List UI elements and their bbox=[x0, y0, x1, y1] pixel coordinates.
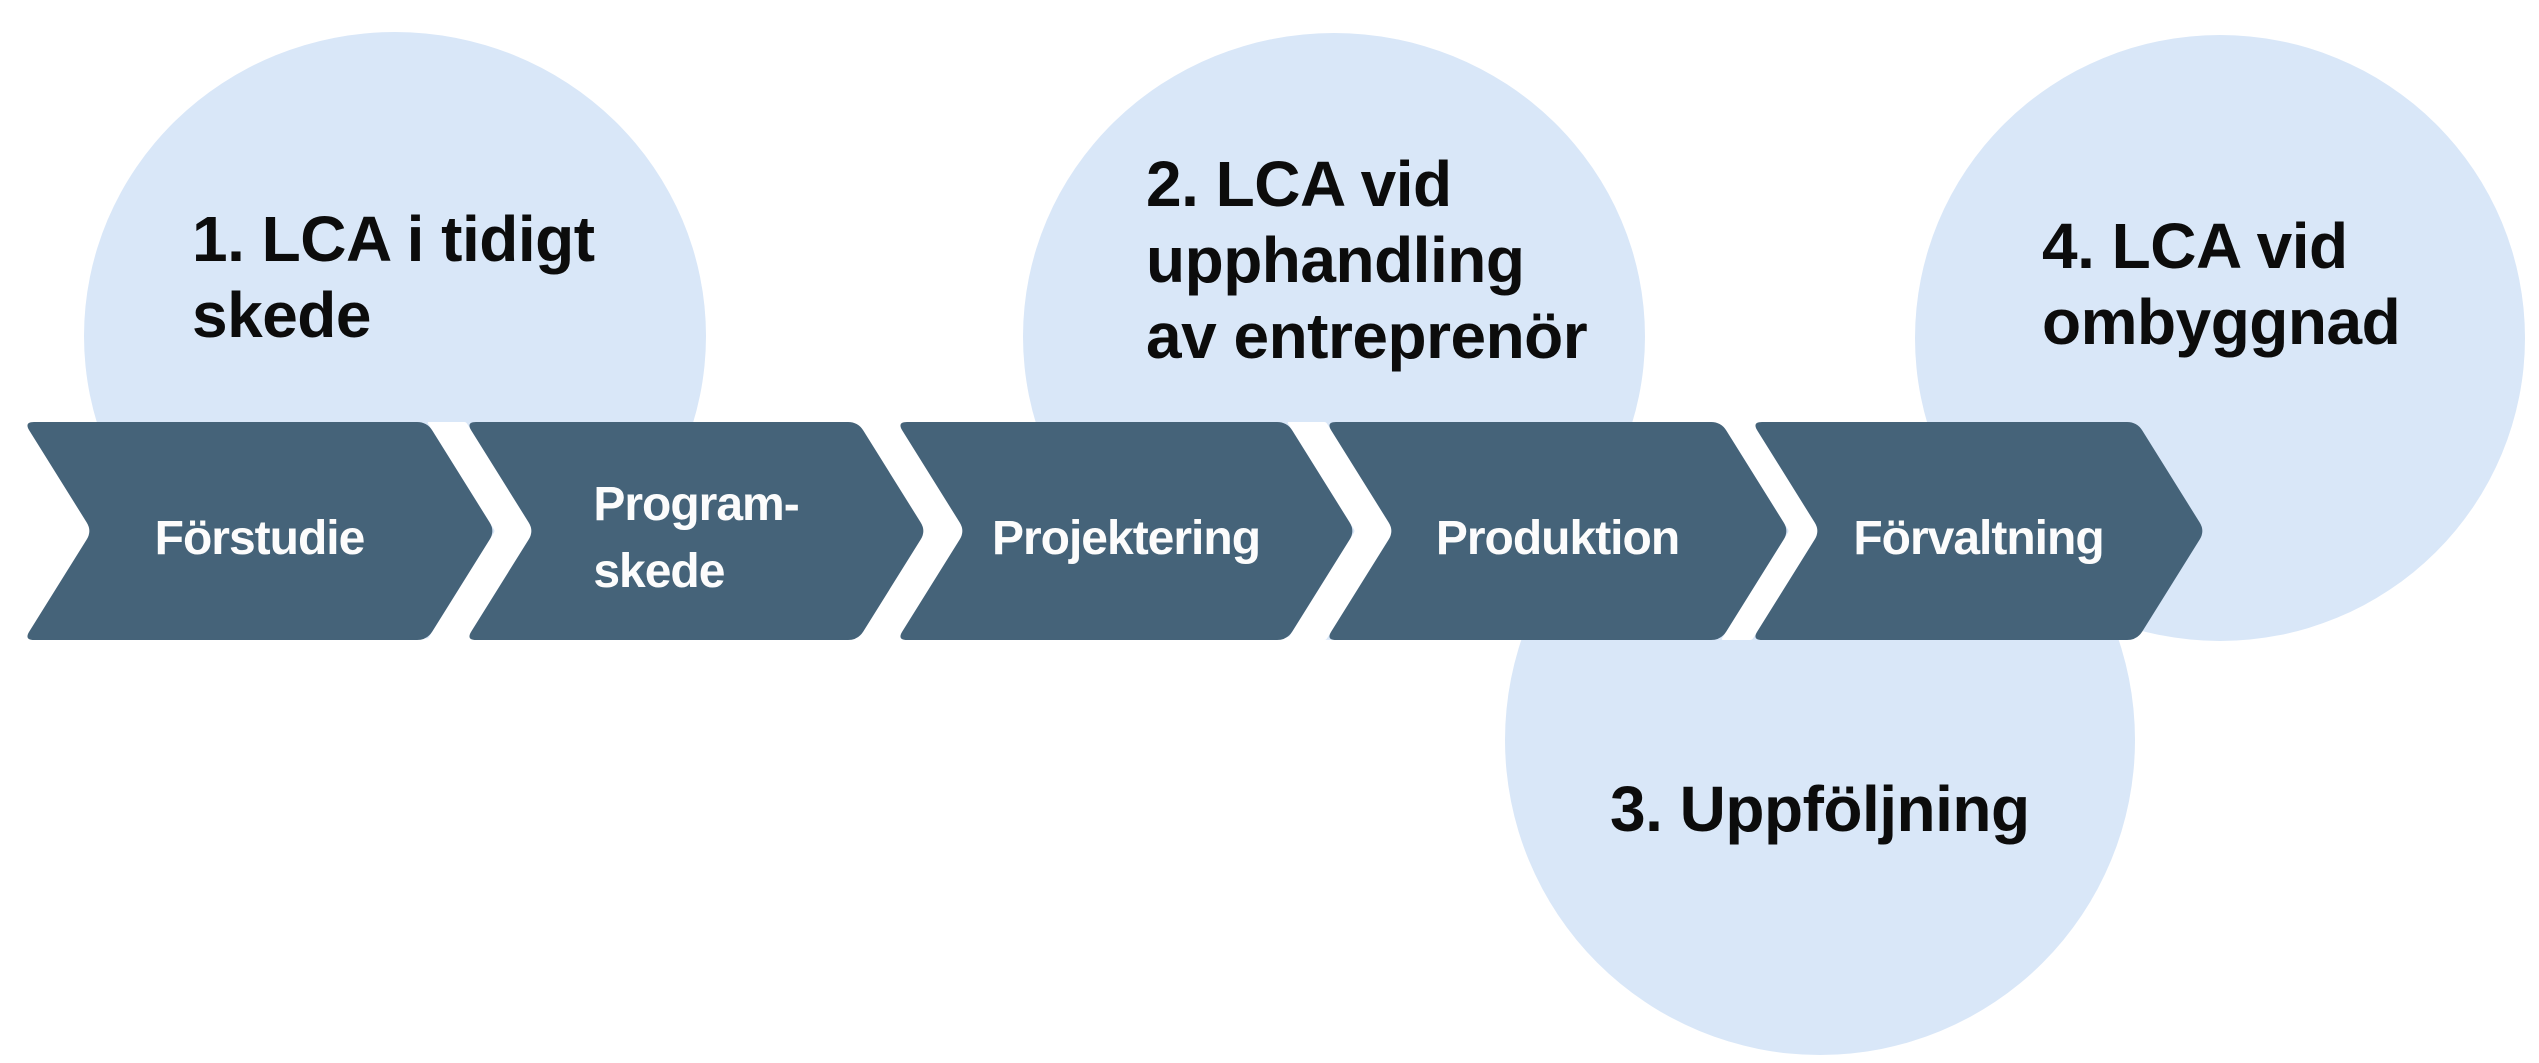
stage-arrow-projektering bbox=[900, 422, 1353, 640]
stage-separator-2 bbox=[858, 422, 965, 640]
phase-note-lca-procurement: 2. LCA vid upphandling av entreprenör bbox=[1146, 148, 1588, 372]
phase-note-lca-rebuild: 4. LCA vid ombyggnad bbox=[2042, 210, 2401, 358]
stage-arrow-forvaltning bbox=[1755, 422, 2203, 640]
stage-separator-4 bbox=[1721, 422, 1820, 640]
stage-arrow-programskede bbox=[469, 422, 924, 640]
phase-note-follow-up: 3. Uppföljning bbox=[1610, 773, 2030, 845]
phase-note-lca-early: 1. LCA i tidigt skede bbox=[192, 203, 595, 351]
stage-arrow-forstudie bbox=[27, 422, 493, 640]
stage-arrow-produktion bbox=[1329, 422, 1787, 640]
stage-separator-3 bbox=[1287, 422, 1394, 640]
stage-separator-1 bbox=[427, 422, 534, 640]
